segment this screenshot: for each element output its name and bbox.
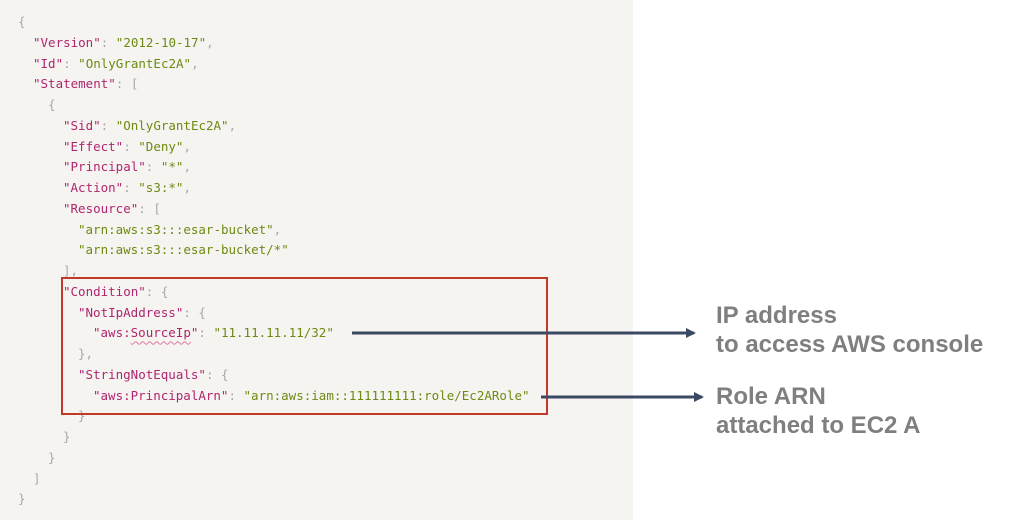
json-key: "aws:PrincipalArn" [93,387,229,403]
json-key: "Version" [33,34,101,50]
code-line: } [78,406,86,426]
code-line: { [18,12,26,32]
json-string: "2012-10-17" [115,34,207,50]
json-punctuation: : [123,180,139,195]
json-punctuation: } [78,408,86,424]
json-key: "Id" [33,55,64,71]
json-punctuation: : [100,34,116,50]
json-punctuation: , [183,159,191,175]
code-line: "Resource": [ [63,199,161,219]
json-punctuation: { [48,97,56,112]
json-key: "Statement" [33,76,116,92]
code-line: "Id": "OnlyGrantEc2A", [33,54,199,74]
code-line: "Statement": [ [33,74,138,94]
json-punctuation: : { [183,304,206,320]
json-punctuation: : { [205,366,229,382]
code-line: "Sid": "OnlyGrantEc2A", [63,116,236,136]
role-annotation-line2: attached to EC2 A [716,412,921,439]
code-line: "Condition": { [63,282,168,302]
json-string: "arn:aws:s3:::esar-bucket/*" [78,242,289,258]
json-punctuation: : [198,325,214,341]
json-key: "Effect" [63,138,124,154]
json-key: "Resource" [63,200,139,216]
json-key: SourceIp [130,325,191,341]
json-key: "Condition" [63,283,146,299]
code-line: "Effect": "Deny", [63,137,191,157]
json-punctuation: : [ [115,76,139,92]
code-panel: {"Version": "2012-10-17","Id": "OnlyGran… [0,0,633,520]
json-punctuation: : [228,387,244,403]
json-key: "aws: [93,325,131,341]
json-punctuation: : [100,117,116,133]
code-line: "arn:aws:s3:::esar-bucket/*" [78,240,289,260]
json-punctuation: : [ [138,200,161,216]
json-punctuation: , [206,34,214,50]
json-punctuation: }, [78,346,94,361]
json-key: " [190,325,199,341]
code-line: ] [33,469,41,489]
json-string: "arn:aws:s3:::esar-bucket" [78,221,274,237]
code-line: "NotIpAddress": { [78,303,206,323]
code-line: "aws:PrincipalArn": "arn:aws:iam::111111… [93,386,530,406]
json-punctuation: , [191,55,199,71]
ip-address-annotation: IP address to access AWS console [716,301,983,359]
json-punctuation: , [228,117,237,133]
json-key: "Principal" [63,159,146,175]
code-line: "StringNotEquals": { [78,365,229,385]
code-line: } [48,448,56,468]
ip-annotation-line2: to access AWS console [716,331,984,358]
code-line: "Action": "s3:*", [63,178,191,198]
code-line: "arn:aws:s3:::esar-bucket", [78,220,281,240]
condition-highlight-box [61,277,548,415]
json-string: "*" [160,159,184,175]
json-key: "Sid" [63,117,101,133]
json-punctuation: { [18,14,26,29]
ip-annotation-line1: IP address [716,302,837,329]
code-line: } [18,489,26,509]
json-string: "Deny" [138,138,184,154]
json-punctuation: } [48,449,56,465]
json-string: "arn:aws:iam::111111111:role/Ec2ARole" [243,387,530,403]
code-line: "Version": "2012-10-17", [33,33,214,53]
json-string: "OnlyGrantEc2A" [115,117,229,133]
json-key: "Action" [63,180,124,195]
code-line: ], [63,261,78,281]
code-line: }, [78,344,93,364]
json-punctuation: } [63,429,71,444]
json-punctuation: : [63,55,79,71]
json-punctuation: ], [63,263,79,278]
code-line: { [48,95,56,115]
json-string: "s3:*" [138,180,184,195]
json-key: "StringNotEquals" [78,366,206,382]
code-line: "Principal": "*", [63,157,191,177]
json-punctuation: : [123,138,139,154]
json-punctuation: } [18,491,26,507]
json-punctuation: : [145,159,161,175]
json-punctuation: , [273,221,282,237]
json-string: "OnlyGrantEc2A" [78,55,192,71]
json-punctuation: : { [145,283,169,299]
json-string: "11.11.11.11/32" [213,325,334,341]
role-annotation-line1: Role ARN [716,383,826,410]
json-punctuation: , [183,138,191,154]
json-punctuation: ] [33,470,41,486]
role-arn-annotation: Role ARN attached to EC2 A [716,382,920,440]
json-key: "NotIpAddress" [78,304,184,320]
code-line: "aws:SourceIp": "11.11.11.11/32" [93,323,334,343]
code-line: } [63,427,71,447]
json-punctuation: , [183,180,191,195]
